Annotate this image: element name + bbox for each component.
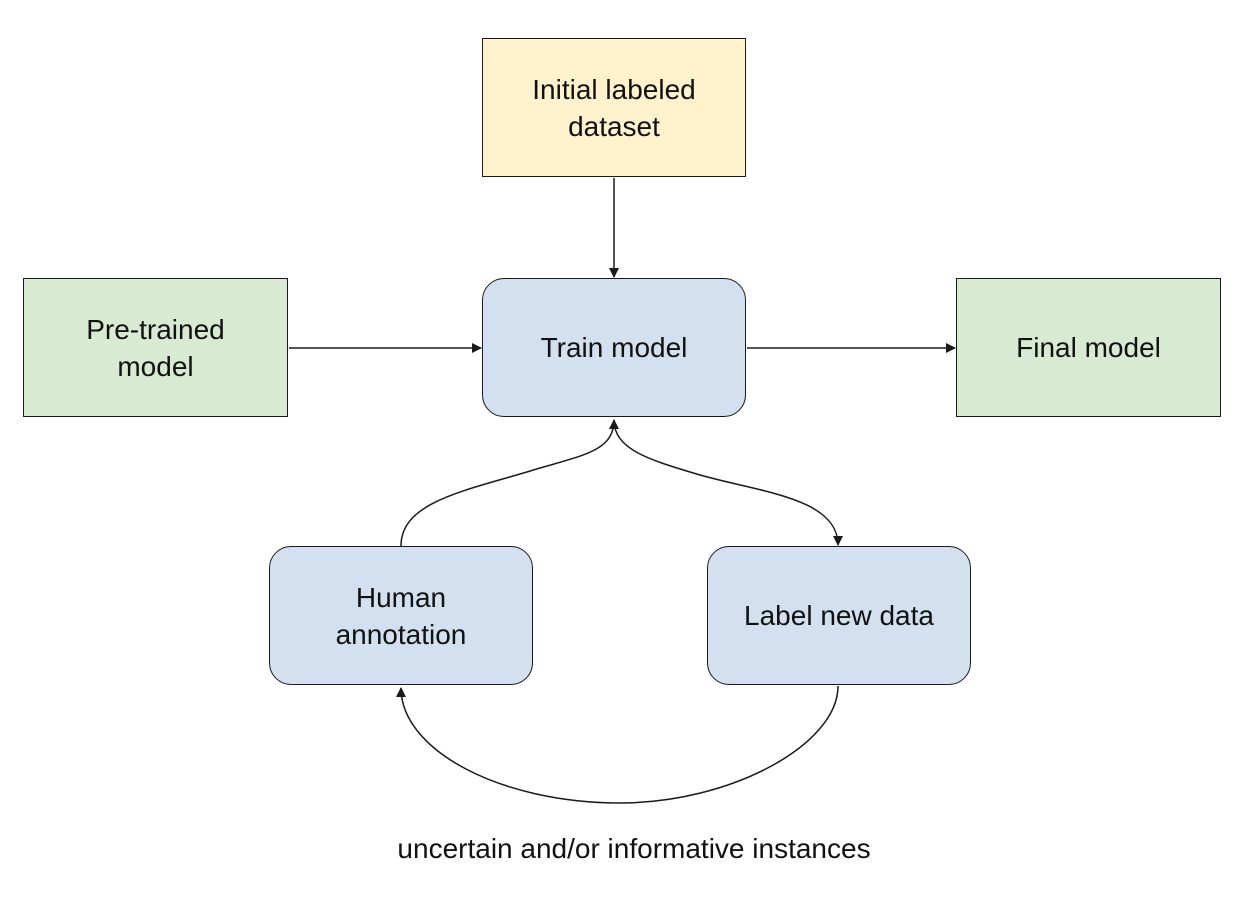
node-pretrained-model: Pre-trained model bbox=[23, 278, 288, 417]
node-initial-labeled-dataset: Initial labeled dataset bbox=[482, 38, 746, 177]
edge-human-to-train bbox=[400, 419, 619, 547]
node-human-annotation: Human annotation bbox=[269, 546, 533, 685]
node-train-model: Train model bbox=[482, 278, 746, 417]
node-label-new-data: Label new data bbox=[707, 546, 971, 685]
loop-caption: uncertain and/or informative instances bbox=[397, 833, 871, 864]
node-final-model: Final model bbox=[956, 278, 1221, 417]
edge-train-to-label bbox=[613, 419, 843, 546]
edge-label-to-human bbox=[396, 685, 839, 804]
